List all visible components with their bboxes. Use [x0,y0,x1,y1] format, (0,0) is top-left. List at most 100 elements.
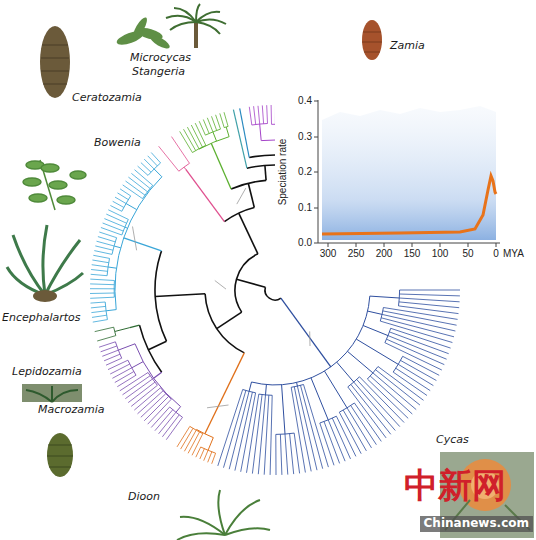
tick-label: 100 [432,248,449,260]
tree-branch [203,120,209,134]
tree-branch [95,246,113,250]
tree-branch [191,125,202,147]
tree-branch [118,193,129,200]
tree-branch [325,371,348,408]
tree-branch [120,189,131,196]
tree-branch [123,376,151,395]
tree-branch [348,351,373,373]
genus-label: Ceratozamia [72,92,142,105]
tick-label: 250 [348,248,365,260]
tree-branch [224,112,228,126]
tree-branch [311,378,328,420]
tree-branch [304,385,329,468]
tree-branch [347,408,372,448]
tree-branch [220,113,224,127]
tree-branch [282,385,285,434]
tick-label: 0.1 [298,202,312,214]
tree-branch [360,377,405,423]
tree-branch [108,210,128,220]
tree-branch [336,416,356,456]
tree-branch [281,298,331,367]
tree-branch [249,382,251,391]
tree-branch [297,386,317,470]
tree-branch [125,379,152,399]
tree-branch [112,238,117,255]
tree-branch [90,293,114,295]
tick-label: 200 [376,248,393,260]
tree-branch [95,327,114,331]
tree-branch [258,106,260,124]
tree-branch [98,237,115,242]
tree-branch [197,430,214,438]
tree-branch [91,274,107,275]
tree-branch [128,382,155,402]
tree-branch [249,107,252,125]
tick-label: 0.4 [298,95,312,107]
tick-label: 150 [404,248,421,260]
tick-label: 0 [493,248,499,260]
tree-branch [91,306,106,308]
tree-branch [212,116,217,130]
tree-branch [207,405,229,408]
tree-branch [155,294,205,297]
tree-branch [133,227,137,251]
tree-branch [233,110,247,169]
tree-branch [93,320,108,323]
tree-branch [224,126,228,127]
tree-branch [199,137,229,149]
tree-branch [97,241,115,246]
tree-branch [104,219,124,228]
tree-branch [217,312,242,329]
tree-branch [208,438,213,451]
tree-branch [124,238,162,251]
tree-branch [143,185,153,198]
tree-branch [154,372,162,378]
tree-branch [204,450,208,461]
tree-branch [215,281,226,290]
tree-branch [237,188,246,204]
axis-unit: MYA [503,248,524,260]
tree-branch [101,346,117,352]
tree-branch [264,395,269,475]
tree-branch [388,336,447,360]
tick-label: 0.0 [298,237,312,249]
tree-branch [90,279,114,280]
tree-branch [120,373,148,391]
tree-branch [265,165,266,180]
tree-branch [90,288,114,289]
tree-branch [401,360,437,380]
tree-branch [207,118,213,132]
tree-branch [296,383,298,387]
axis-title: Speciation rate [277,139,289,206]
tree-branch [148,399,172,424]
tree-branch [237,279,266,287]
watermark: 中新网 [404,466,506,505]
tree-branch [368,311,383,314]
tree-branch [93,255,109,258]
tree-branch [337,362,354,382]
tree-branch [354,403,381,441]
tree-branch [92,265,108,267]
tree-branch [123,185,143,199]
tree-branch [99,342,115,347]
tree-branch [211,143,231,189]
tree-branch [387,339,445,364]
tree-branch [106,214,126,223]
tree-branch [112,368,131,379]
tree-branch [151,153,160,163]
tree-branch [110,206,121,212]
tree-branch [398,364,433,385]
tick-label: 0.2 [298,166,312,178]
tree-branch [266,105,268,123]
tree-branch [320,423,334,465]
tree-branch [196,447,201,457]
tree-branch [400,294,460,296]
tick-label: 0.3 [298,131,312,143]
tree-branch [380,321,452,342]
tree-branch [130,325,140,328]
tree-branch [343,410,366,451]
tree-branch [170,407,183,417]
tree-branch [103,223,124,231]
